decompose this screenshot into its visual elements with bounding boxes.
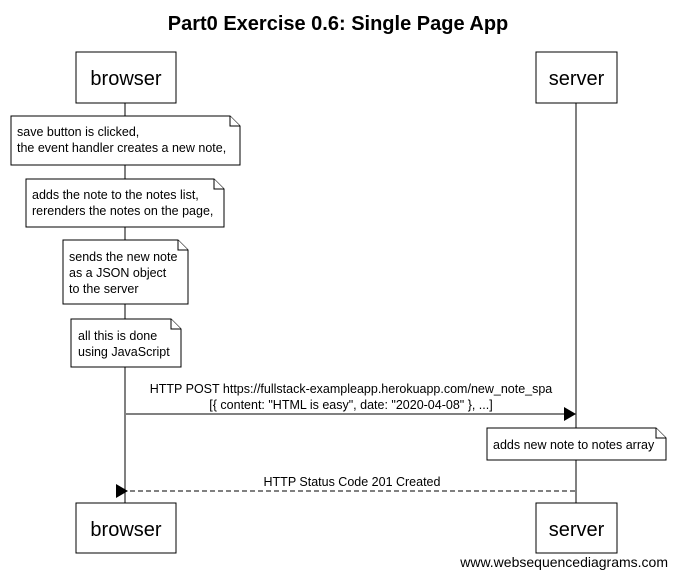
note-save-button-clicked: save button is clicked, the event handle… bbox=[10, 115, 241, 166]
note-adds-to-array: adds new note to notes array bbox=[486, 427, 667, 461]
note-line: rerenders the notes on the page, bbox=[32, 204, 213, 218]
note-sends-json: sends the new note as a JSON object to t… bbox=[62, 239, 189, 305]
note-line: the event handler creates a new note, bbox=[17, 141, 226, 155]
message-label-line: HTTP POST https://fullstack-exampleapp.h… bbox=[150, 382, 553, 396]
note-line: sends the new note bbox=[69, 250, 177, 264]
note-javascript: all this is done using JavaScript bbox=[70, 318, 182, 368]
message-http-post: HTTP POST https://fullstack-exampleapp.h… bbox=[126, 382, 576, 421]
server-actor-bottom: server bbox=[535, 502, 618, 554]
note-line: adds new note to notes array bbox=[493, 438, 655, 452]
browser-actor-label: browser bbox=[90, 68, 161, 90]
note-line: adds the note to the notes list, bbox=[32, 188, 199, 202]
note-line: to the server bbox=[69, 282, 138, 296]
note-line: save button is clicked, bbox=[17, 125, 139, 139]
watermark: www.websequencediagrams.com bbox=[459, 554, 668, 570]
message-status-201: HTTP Status Code 201 Created bbox=[116, 475, 575, 498]
server-actor-label: server bbox=[549, 519, 605, 541]
diagram-title: Part0 Exercise 0.6: Single Page App bbox=[168, 13, 509, 35]
browser-actor-top: browser bbox=[75, 51, 177, 104]
note-line: all this is done bbox=[78, 329, 157, 343]
server-actor-label: server bbox=[549, 68, 605, 90]
message-label-line: HTTP Status Code 201 Created bbox=[264, 475, 441, 489]
note-adds-note-to-list: adds the note to the notes list, rerende… bbox=[25, 178, 225, 228]
browser-actor-label: browser bbox=[90, 519, 161, 541]
note-line: as a JSON object bbox=[69, 266, 167, 280]
browser-actor-bottom: browser bbox=[75, 502, 177, 554]
message-label-line: [{ content: "HTML is easy", date: "2020-… bbox=[209, 398, 492, 412]
note-line: using JavaScript bbox=[78, 345, 170, 359]
server-actor-top: server bbox=[535, 51, 618, 104]
